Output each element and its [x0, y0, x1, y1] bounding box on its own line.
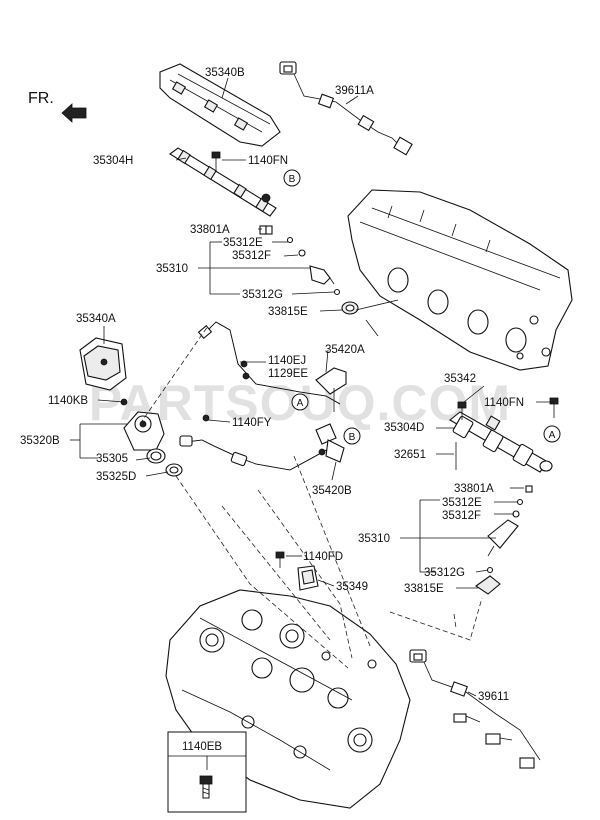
part-labels: 35340B 39611A 35304H 1140FN 33801A 35312…	[20, 67, 524, 753]
callout-a-mid: A	[291, 393, 309, 411]
front-direction-indicator: FR.	[28, 90, 87, 123]
label-35312f-bottom: 35312F	[442, 510, 481, 522]
fuel-pipe-upper	[197, 321, 347, 412]
leader-lines	[70, 77, 554, 770]
label-33815e-top: 33815E	[268, 306, 308, 318]
bracket-35349	[297, 565, 319, 591]
label-35310-bottom: 35310	[358, 533, 390, 545]
svg-text:A: A	[549, 430, 556, 441]
bolt-1140fd	[275, 551, 285, 568]
injector-parts-bottom	[475, 485, 533, 595]
fuel-rail-35304d	[449, 411, 553, 473]
front-direction-label: FR.	[28, 90, 54, 107]
engine-cover-35340b	[159, 63, 281, 147]
label-35312e-top: 35312E	[223, 237, 263, 249]
svg-text:B: B	[289, 174, 296, 185]
label-1140eb: 1140EB	[182, 741, 222, 753]
label-35310-top: 35310	[156, 263, 188, 275]
cylinder-head-right	[347, 189, 573, 371]
callout-b-mid: B	[343, 427, 361, 445]
label-35420b: 35420B	[312, 485, 352, 497]
label-32651: 32651	[394, 449, 426, 461]
dashed-connection-lines	[139, 325, 483, 669]
label-1140ej: 1140EJ	[268, 355, 306, 367]
label-35312g-top: 35312G	[242, 289, 283, 301]
injector-parts-top	[259, 225, 359, 315]
label-35320b: 35320B	[20, 435, 60, 447]
fuel-rail-35304h	[169, 147, 277, 217]
label-35342: 35342	[444, 373, 476, 385]
label-35305: 35305	[96, 453, 128, 465]
wiring-harness-39611a	[279, 61, 413, 156]
callout-a-right: A	[543, 425, 561, 443]
label-35325d: 35325D	[96, 471, 136, 483]
label-35349: 35349	[336, 581, 368, 593]
label-35304d: 35304D	[384, 422, 424, 434]
label-33801a-bottom: 33801A	[454, 483, 494, 495]
label-35312f-top: 35312F	[232, 250, 271, 262]
label-35312e-bottom: 35312E	[442, 497, 482, 509]
bolt-1140fn-right	[549, 397, 559, 418]
label-39611: 39611	[478, 691, 509, 703]
label-1140fn-right: 1140FN	[484, 397, 524, 409]
label-1129ee: 1129EE	[268, 368, 308, 380]
wiring-harness-39611	[409, 649, 541, 769]
label-35340b: 35340B	[205, 67, 245, 79]
label-1140fd: 1140FD	[303, 551, 343, 563]
label-35304h: 35304H	[93, 155, 133, 167]
bolt-inset-1140eb	[167, 731, 247, 813]
svg-text:A: A	[297, 398, 304, 409]
callout-b-top: B	[283, 169, 301, 187]
fuel-pipe-lower	[179, 414, 345, 471]
fuel-pump-35320b	[120, 398, 183, 477]
label-35312g-bottom: 35312G	[424, 567, 465, 579]
label-1140fn-top: 1140FN	[248, 155, 288, 167]
bolt-35342	[457, 401, 467, 420]
label-1140kb: 1140KB	[48, 395, 88, 407]
bolt-1140fn-top	[211, 151, 221, 172]
label-33815e-bottom: 33815E	[404, 583, 444, 595]
label-35340a: 35340A	[76, 313, 116, 325]
svg-text:B: B	[349, 432, 356, 443]
label-1140fy: 1140FY	[232, 417, 272, 429]
engine-cover-35340a	[79, 337, 127, 391]
label-39611a: 39611A	[335, 85, 374, 97]
label-33801a-top: 33801A	[190, 224, 230, 236]
label-35420a: 35420A	[325, 344, 365, 356]
front-arrow-icon	[61, 103, 87, 123]
